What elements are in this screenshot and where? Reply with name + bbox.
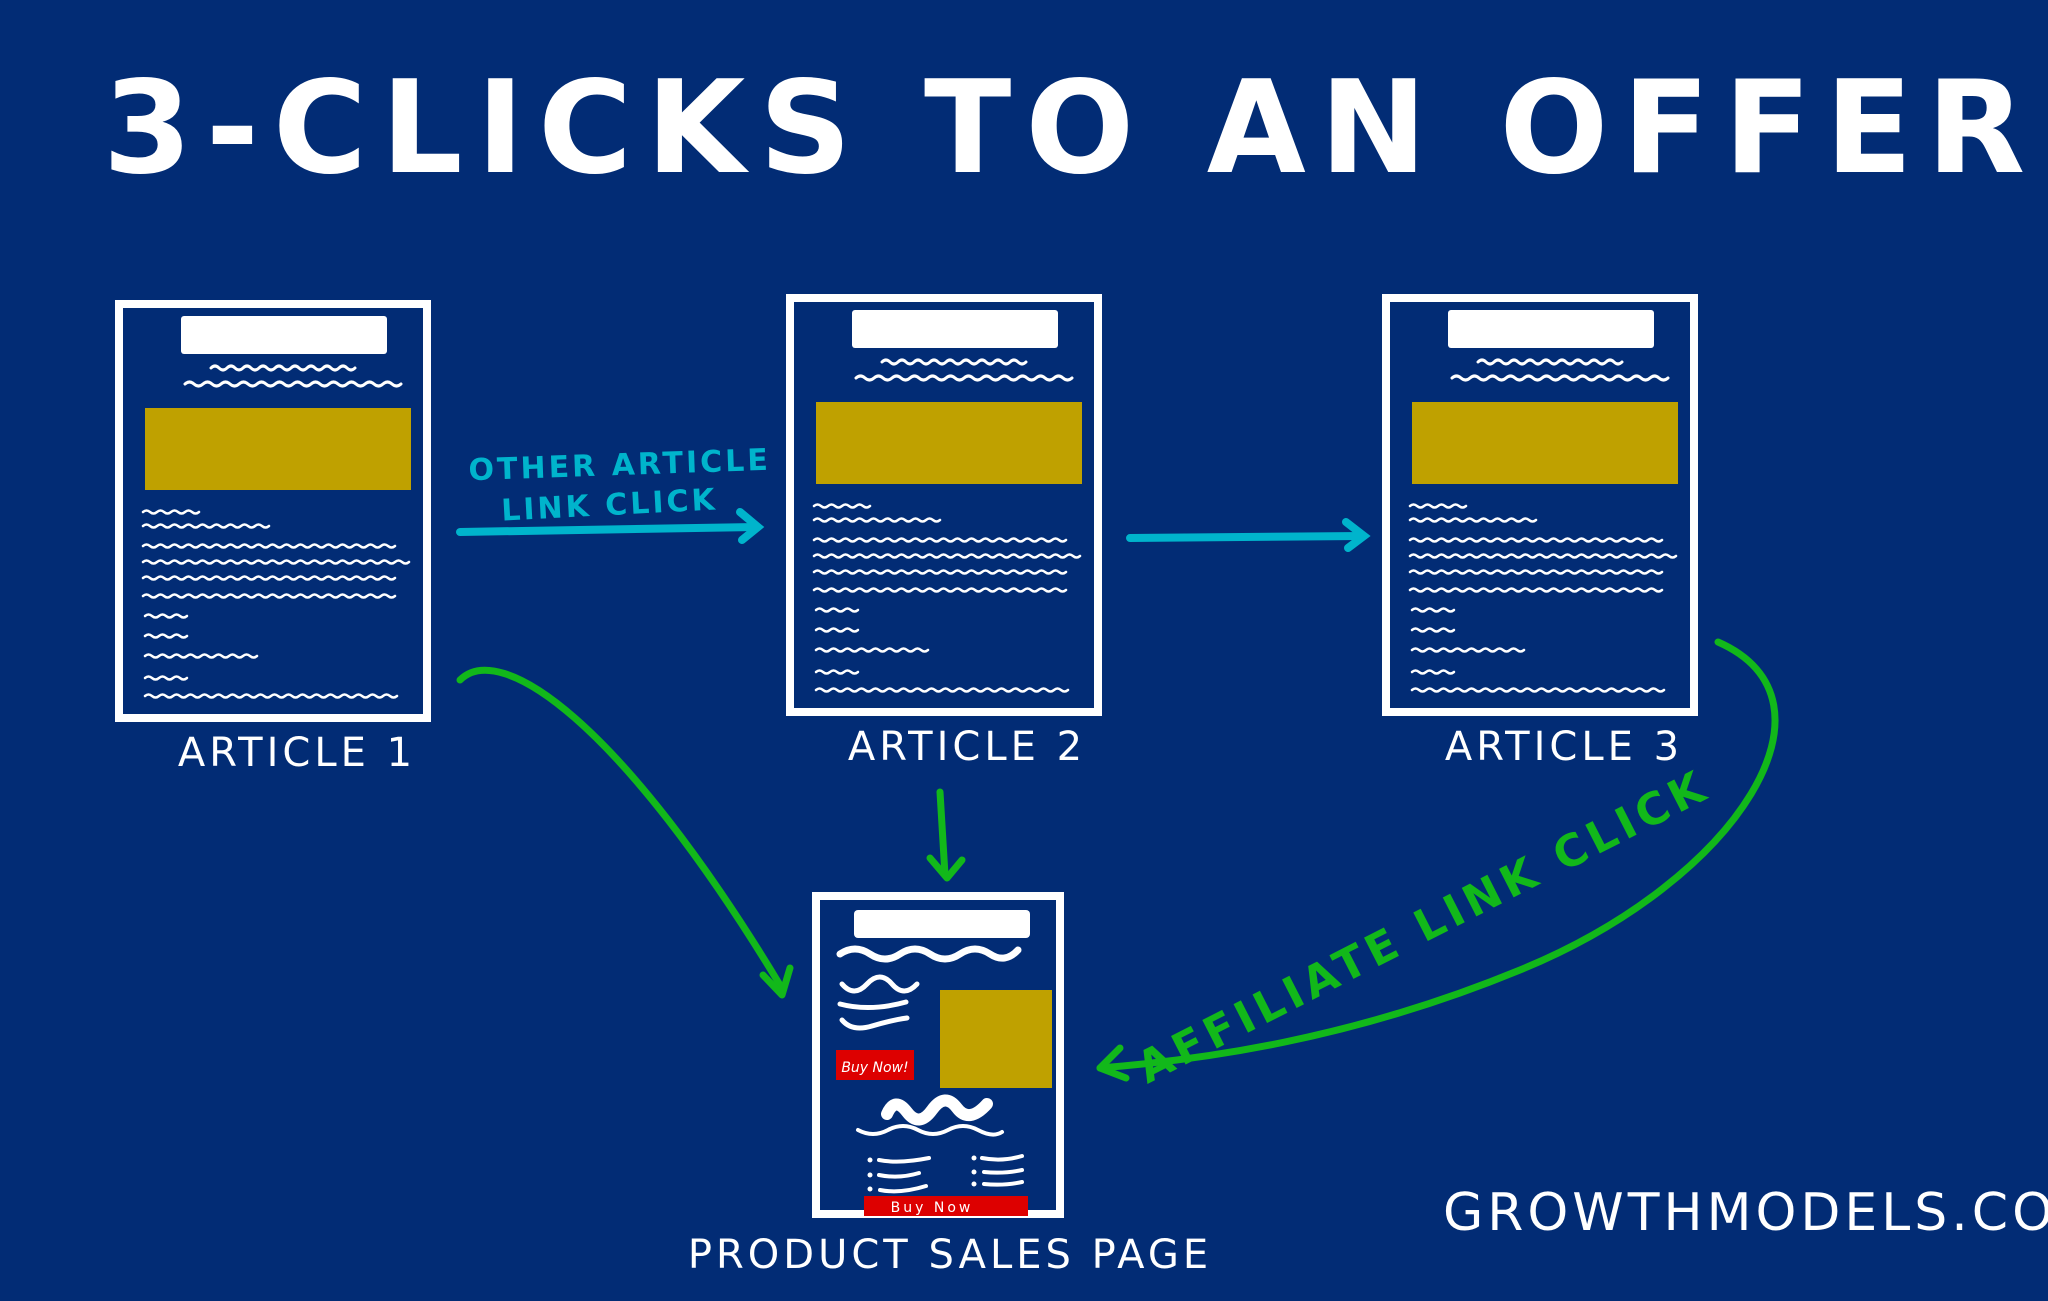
product-headline-block xyxy=(854,910,1030,938)
diagram-title: 3-clicks to an offer xyxy=(103,54,2039,203)
product-bullet-list xyxy=(867,1154,1024,1194)
buy-now-bottom-label: Buy Now xyxy=(891,1200,974,1216)
affiliate-arrow-article-1-head xyxy=(759,964,794,999)
product-page-label: Product sales page xyxy=(688,1232,1212,1278)
product-section-heading-scribble xyxy=(881,1094,993,1126)
subheadline-scribble xyxy=(183,364,403,388)
article-1-page xyxy=(115,300,431,722)
article-2-page xyxy=(786,294,1102,716)
affiliate-arrow-article-3 xyxy=(1096,638,1779,1072)
internal-link-arrow-2 xyxy=(1126,518,1371,552)
headline-block xyxy=(852,310,1058,348)
article-1-label: Article 1 xyxy=(178,730,416,776)
body-text-scribble xyxy=(1408,503,1678,693)
article-3-page xyxy=(1382,294,1698,716)
affiliate-arrow-article-1 xyxy=(456,666,784,989)
subheadline-scribble xyxy=(1450,358,1670,382)
affiliate-arrow-article-2-head xyxy=(926,854,966,882)
product-sales-page: Buy Now! Buy Now xyxy=(812,892,1064,1218)
brand-watermark: Growthmodels.co xyxy=(1443,1183,2048,1243)
article-2-label: Article 2 xyxy=(848,724,1086,770)
affiliate-arrow-article-2 xyxy=(936,788,949,879)
buy-now-button-bottom[interactable] xyxy=(864,1196,1028,1216)
body-text-scribble xyxy=(812,503,1082,693)
article-3-label: Article 3 xyxy=(1445,724,1683,770)
affiliate-arrow-article-3-head xyxy=(1096,1044,1130,1082)
internal-link-arrow-1 xyxy=(456,508,765,544)
product-text-scribble xyxy=(837,974,920,1031)
product-section-text-scribble xyxy=(856,1124,1004,1137)
affiliate-arrows xyxy=(456,638,1779,1082)
article-image-block xyxy=(816,402,1082,484)
article-image-block xyxy=(1412,402,1678,484)
buy-now-top-label: Buy Now! xyxy=(841,1060,908,1076)
article-image-block xyxy=(145,408,411,490)
buy-now-button-top[interactable] xyxy=(836,1050,914,1080)
subheadline-scribble xyxy=(854,358,1074,382)
product-subheadline-scribble xyxy=(836,945,1022,963)
body-text-scribble xyxy=(141,509,411,699)
product-image-block xyxy=(940,990,1052,1088)
headline-block xyxy=(181,316,387,354)
headline-block xyxy=(1448,310,1654,348)
